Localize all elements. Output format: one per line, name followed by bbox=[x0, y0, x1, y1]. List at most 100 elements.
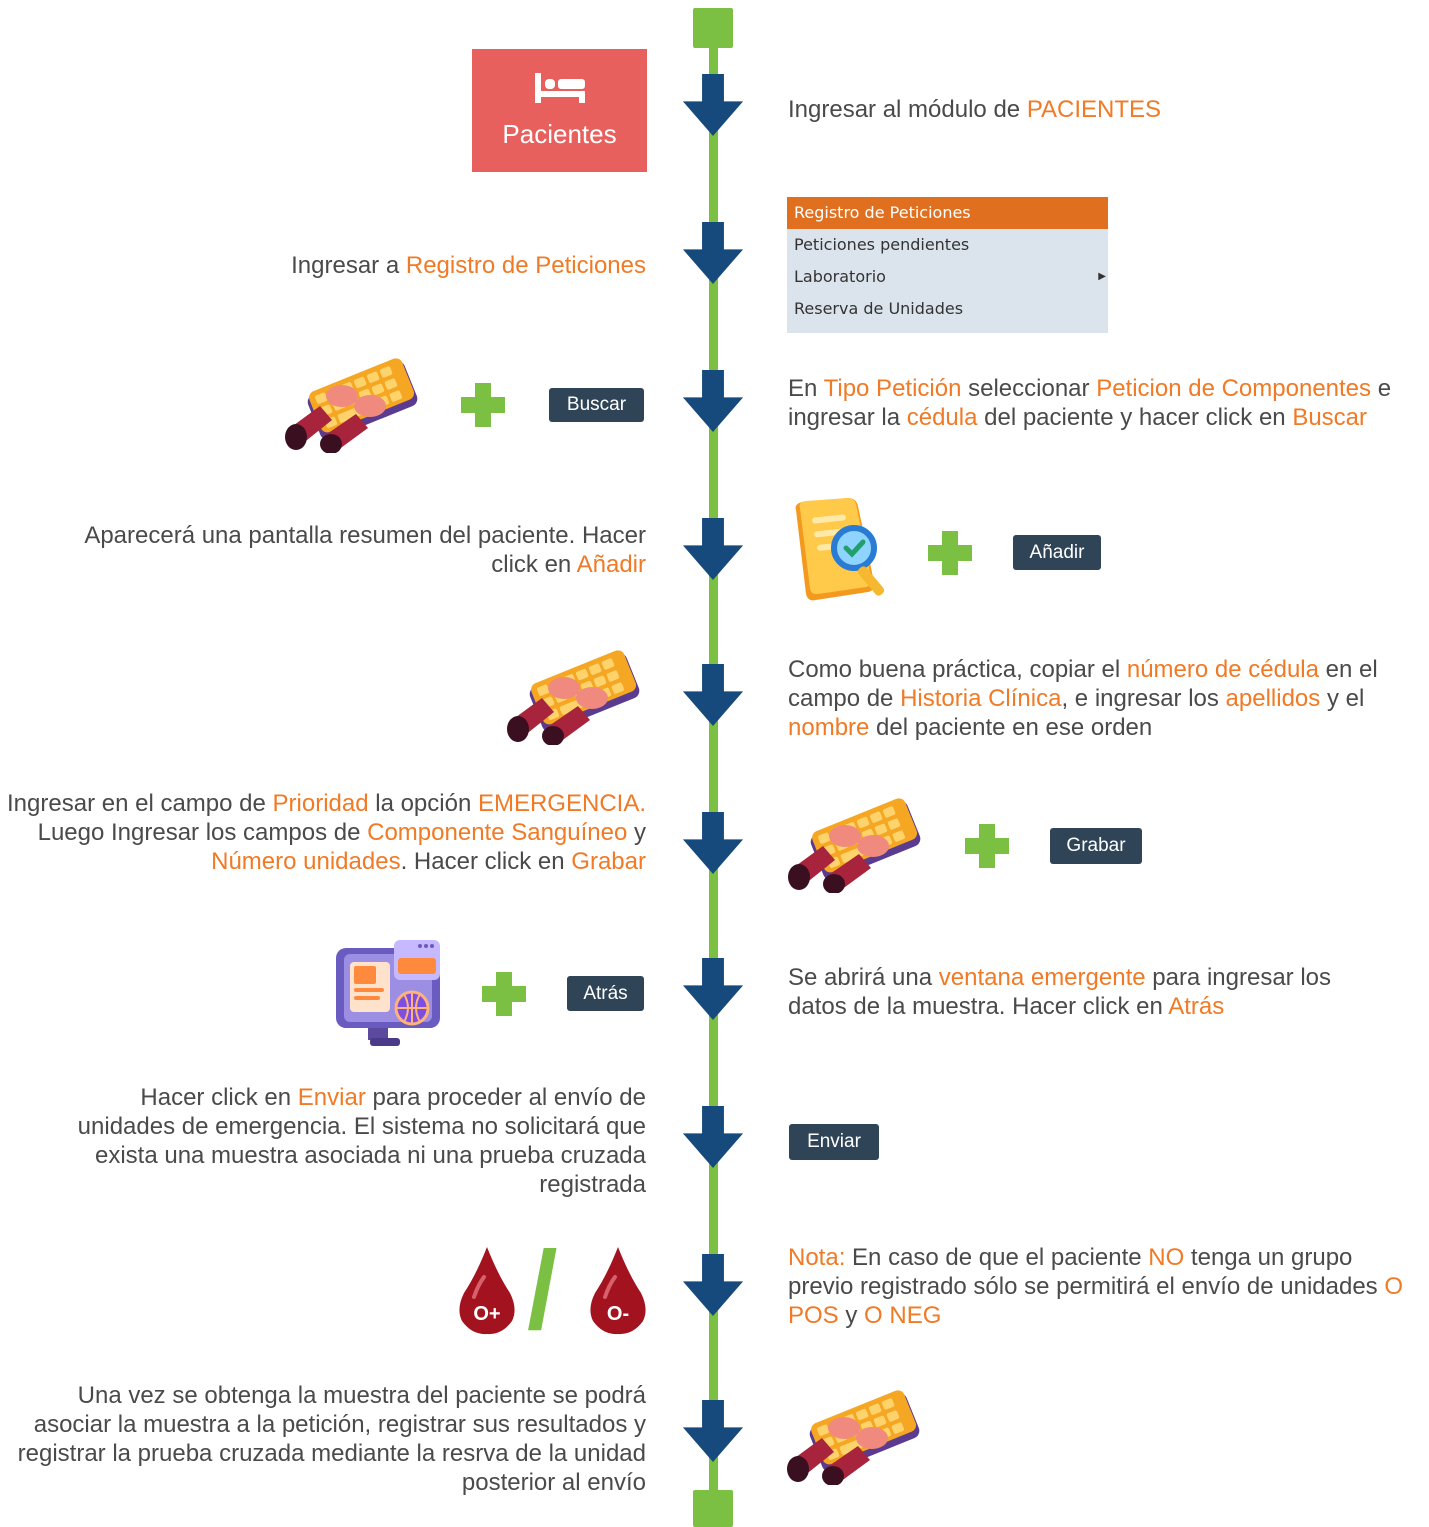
plus-icon bbox=[461, 383, 505, 427]
down-arrow-icon bbox=[682, 812, 744, 874]
menu-item-cut bbox=[787, 325, 1108, 333]
step-6-text: Ingresar en el campo de Prioridad la opc… bbox=[0, 789, 646, 876]
menu-item-laboratorio[interactable]: Laboratorio ▶ bbox=[787, 261, 1108, 293]
blood-drop-icon: O+ bbox=[459, 1247, 515, 1335]
step-3-text: En Tipo Petición seleccionar Peticion de… bbox=[788, 374, 1418, 432]
down-arrow-icon bbox=[682, 518, 744, 580]
step-2-text: Ingresar a Registro de Peticiones bbox=[200, 251, 646, 280]
anadir-button[interactable]: Añadir bbox=[1013, 535, 1101, 570]
timeline-line bbox=[709, 40, 718, 1500]
document-search-icon bbox=[795, 498, 885, 601]
step-text-segment: . Hacer click en bbox=[400, 848, 572, 875]
keyboard-hands-icon bbox=[507, 650, 640, 745]
pacientes-label: Pacientes bbox=[502, 119, 617, 149]
highlight-text: Buscar bbox=[1292, 404, 1368, 431]
step-text-segment: del paciente y hacer click en bbox=[977, 404, 1293, 431]
blood-pos-label: O+ bbox=[473, 1303, 500, 1325]
menu-item-reserva[interactable]: Reserva de Unidades bbox=[794, 299, 964, 318]
step-4-text: Aparecerá una pantalla resumen del pacie… bbox=[40, 521, 646, 579]
step-text-segment: y bbox=[627, 819, 646, 846]
highlight-text: Registro de Peticiones bbox=[405, 252, 646, 279]
keyboard-hands-icon bbox=[285, 358, 418, 453]
step-text-segment: del paciente en ese orden bbox=[869, 714, 1153, 741]
step-text-segment: Ingresar a bbox=[291, 252, 406, 279]
down-arrow-icon bbox=[682, 1254, 744, 1316]
down-arrow-icon bbox=[682, 74, 744, 136]
grabar-button[interactable]: Grabar bbox=[1050, 828, 1142, 864]
plus-icon bbox=[482, 972, 526, 1016]
keyboard-hands-icon bbox=[787, 1390, 920, 1485]
highlight-text: Enviar bbox=[297, 1084, 366, 1111]
step-text-segment: y el bbox=[1320, 685, 1365, 712]
highlight-text: nombre bbox=[788, 714, 870, 741]
peticiones-menu[interactable]: Registro de Peticiones Peticiones pendie… bbox=[787, 197, 1108, 333]
bed-icon bbox=[535, 73, 585, 103]
step-text-segment: , e ingresar los bbox=[1061, 685, 1226, 712]
enviar-button[interactable]: Enviar bbox=[789, 1124, 879, 1160]
step-text-segment: Una vez se obtenga la muestra del pacien… bbox=[17, 1382, 646, 1496]
highlight-text: Prioridad bbox=[272, 790, 369, 817]
highlight-text: Grabar bbox=[571, 848, 646, 875]
highlight-text: apellidos bbox=[1225, 685, 1321, 712]
step-text-segment: tenga un grupo previo registrado sólo se… bbox=[788, 1244, 1385, 1300]
step-text-segment: e ingresar la bbox=[788, 375, 1392, 431]
step-text-segment: Aparecerá una pantalla resumen del pacie… bbox=[84, 522, 646, 578]
buscar-button[interactable]: Buscar bbox=[549, 388, 644, 422]
step-text-segment: Luego Ingresar los campos de bbox=[37, 819, 368, 846]
highlight-text: NO bbox=[1148, 1244, 1185, 1271]
step-9-text: Nota: En caso de que el paciente NO teng… bbox=[788, 1243, 1418, 1330]
plus-icon bbox=[928, 531, 972, 575]
highlight-text: ventana emergente bbox=[938, 964, 1146, 991]
step-text-segment: para ingresar los datos de la muestra. H… bbox=[788, 964, 1332, 1020]
blood-separator: / bbox=[527, 1229, 558, 1352]
highlight-text: EMERGENCIA. bbox=[477, 790, 646, 817]
highlight-text: Componente Sanguíneo bbox=[367, 819, 628, 846]
blood-drop-icon: O- bbox=[590, 1247, 646, 1335]
highlight-text: Historia Clínica bbox=[900, 685, 1062, 712]
step-text-segment: para proceder al envío de unidades de em… bbox=[77, 1084, 646, 1198]
down-arrow-icon bbox=[682, 664, 744, 726]
down-arrow-icon bbox=[682, 1400, 744, 1462]
step-text-segment: Ingresar al módulo de bbox=[788, 96, 1027, 123]
step-text-segment: Hacer click en bbox=[140, 1084, 298, 1111]
down-arrow-icon bbox=[682, 958, 744, 1020]
atras-button[interactable]: Atrás bbox=[567, 976, 644, 1011]
highlight-text: PACIENTES bbox=[1026, 96, 1162, 123]
timeline-end-square bbox=[693, 1490, 733, 1527]
step-1-text: Ingresar al módulo de PACIENTES bbox=[788, 95, 1408, 124]
step-text-segment: Ingresar en el campo de bbox=[7, 790, 273, 817]
pacientes-tile[interactable]: Pacientes bbox=[472, 49, 647, 172]
highlight-text: Nota: bbox=[788, 1244, 846, 1271]
step-text-segment: y bbox=[838, 1302, 865, 1329]
highlight-text: O POS bbox=[788, 1273, 1404, 1329]
down-arrow-icon bbox=[682, 370, 744, 432]
step-text-segment: en el campo de bbox=[788, 656, 1378, 712]
blood-neg-label: O- bbox=[607, 1303, 629, 1325]
step-text-segment: Se abrirá una bbox=[788, 964, 939, 991]
step-text-segment: seleccionar bbox=[961, 375, 1097, 402]
step-5-text: Como buena práctica, copiar el número de… bbox=[788, 655, 1418, 742]
menu-item-registro[interactable]: Registro de Peticiones bbox=[787, 197, 1108, 229]
menu-item-pendientes[interactable]: Peticiones pendientes bbox=[794, 235, 970, 254]
highlight-text: O NEG bbox=[864, 1302, 942, 1329]
highlight-text: cédula bbox=[906, 404, 978, 431]
plus-icon bbox=[965, 824, 1009, 868]
submenu-arrow-icon: ▶ bbox=[1098, 271, 1106, 282]
step-text-segment: En caso de que el paciente bbox=[845, 1244, 1149, 1271]
step-10-text: Una vez se obtenga la muestra del pacien… bbox=[10, 1381, 646, 1497]
highlight-text: Tipo Petición bbox=[823, 375, 962, 402]
step-text-segment: Como buena práctica, copiar el bbox=[788, 656, 1127, 683]
down-arrow-icon bbox=[682, 222, 744, 284]
highlight-text: número de cédula bbox=[1126, 656, 1319, 683]
highlight-text: Añadir bbox=[576, 551, 646, 578]
step-8-text: Hacer click en Enviar para proceder al e… bbox=[40, 1083, 646, 1199]
timeline-start-square bbox=[693, 8, 733, 48]
down-arrow-icon bbox=[682, 1106, 744, 1168]
step-7-text: Se abrirá una ventana emergente para ing… bbox=[788, 963, 1388, 1021]
web-monitor-icon bbox=[336, 940, 440, 1046]
keyboard-hands-icon bbox=[788, 798, 921, 893]
highlight-text: Número unidades bbox=[211, 848, 401, 875]
step-text-segment: En bbox=[788, 375, 824, 402]
highlight-text: Peticion de Componentes bbox=[1096, 375, 1372, 402]
menu-item-laboratorio-label: Laboratorio bbox=[794, 267, 886, 286]
